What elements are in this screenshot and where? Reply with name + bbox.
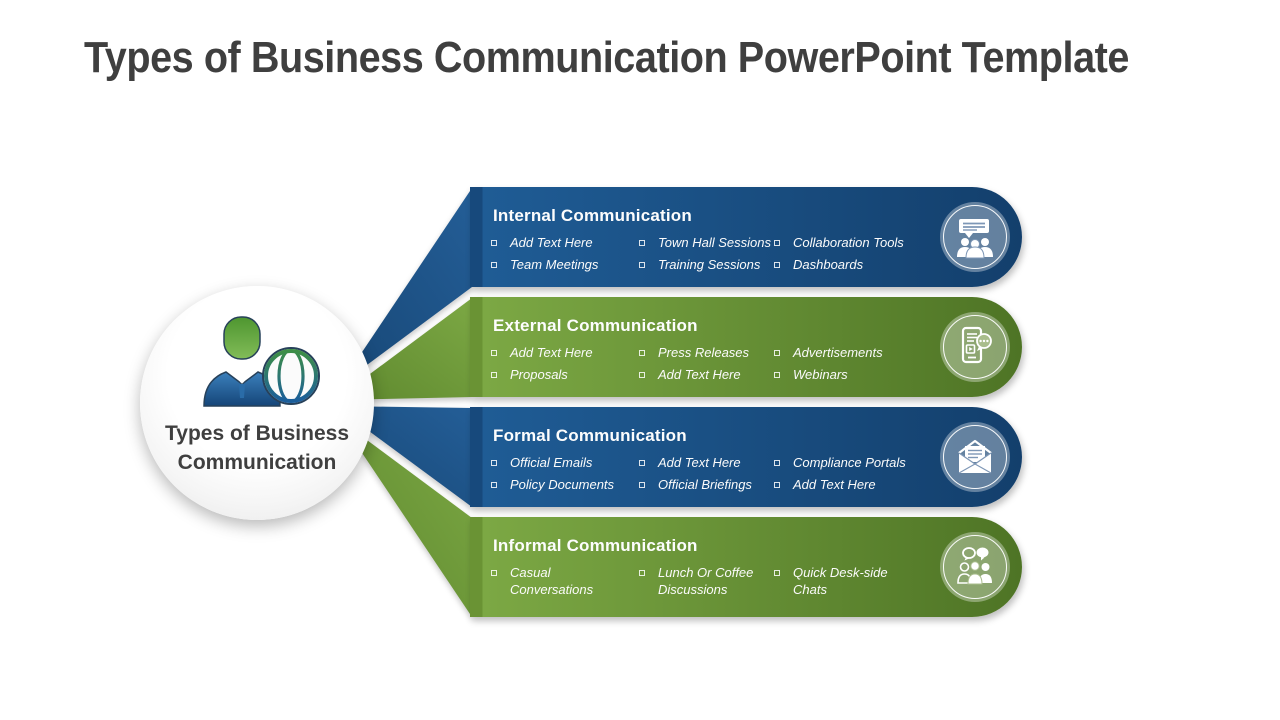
list-item-label: Dashboards [793, 257, 864, 272]
banner-formal-communication[interactable]: Formal Communication Official Emails Pol… [470, 407, 1022, 507]
square-bullet-icon [491, 570, 497, 576]
list-item-label: Webinars [793, 367, 848, 382]
list-item-label: Official Briefings [658, 477, 752, 492]
square-bullet-icon [491, 372, 497, 378]
banner-title: External Communication [493, 316, 698, 335]
list-item: Lunch Or Coffee Discussions [638, 564, 776, 598]
banner-columns: Add Text Here Proposals Press Releases A… [470, 344, 1022, 394]
list-item-label: Add Text Here [658, 455, 741, 470]
hub-label: Types of Business Communication [148, 419, 366, 477]
list-item-label: Training Sessions [658, 257, 761, 272]
hub-label-line1: Types of Business [165, 422, 349, 445]
list-item: Official Emails [490, 454, 620, 471]
square-bullet-icon [774, 262, 780, 268]
banner-title: Internal Communication [493, 206, 692, 225]
square-bullet-icon [491, 482, 497, 488]
square-bullet-icon [639, 372, 645, 378]
square-bullet-icon [774, 482, 780, 488]
list-item: Collaboration Tools [773, 234, 908, 251]
banner-external-communication[interactable]: External Communication Add Text Here Pro… [470, 297, 1022, 397]
list-item-label: Team Meetings [510, 257, 599, 272]
list-item: Compliance Portals [773, 454, 908, 471]
list-item-label: Press Releases [658, 345, 750, 360]
square-bullet-icon [639, 482, 645, 488]
square-bullet-icon [491, 350, 497, 356]
square-bullet-icon [774, 570, 780, 576]
square-bullet-icon [639, 240, 645, 246]
list-item: Advertisements [773, 344, 908, 361]
square-bullet-icon [639, 460, 645, 466]
banner-icon-badge [940, 202, 1010, 272]
list-item: Add Text Here [638, 366, 776, 383]
list-item-label: Add Text Here [510, 235, 593, 250]
list-item-label: Policy Documents [510, 477, 615, 492]
businessman-globe-icon [203, 316, 320, 407]
list-item-label: Add Text Here [793, 477, 876, 492]
list-item: Dashboards [773, 256, 908, 273]
list-item-label: Add Text Here [658, 367, 741, 382]
tail-informal [340, 420, 472, 617]
list-item: Casual Conversations [490, 564, 620, 598]
square-bullet-icon [774, 350, 780, 356]
square-bullet-icon [491, 460, 497, 466]
list-item-label: Official Emails [510, 455, 593, 470]
banner-title: Formal Communication [493, 426, 687, 445]
mobile-broadcast-icon [961, 326, 992, 364]
square-bullet-icon [774, 240, 780, 246]
square-bullet-icon [639, 570, 645, 576]
list-item: Proposals [490, 366, 620, 383]
list-item-label: Add Text Here [510, 345, 593, 360]
list-item-label: Advertisements [793, 345, 883, 360]
square-bullet-icon [774, 372, 780, 378]
banner-icon-badge [940, 312, 1010, 382]
list-item: Town Hall Sessions [638, 234, 776, 251]
square-bullet-icon [639, 262, 645, 268]
square-bullet-icon [491, 262, 497, 268]
list-item: Team Meetings [490, 256, 620, 273]
banner-informal-communication[interactable]: Informal Communication Casual Conversati… [470, 517, 1022, 617]
list-item-label: Casual Conversations [510, 565, 594, 597]
list-item: Training Sessions [638, 256, 776, 273]
banner-title: Informal Communication [493, 536, 698, 555]
list-item: Webinars [773, 366, 908, 383]
banner-icon-badge [940, 422, 1010, 492]
list-item-label: Quick Desk-side Chats [793, 565, 888, 597]
list-item: Add Text Here [638, 454, 776, 471]
list-item: Press Releases [638, 344, 776, 361]
list-item: Official Briefings [638, 476, 776, 493]
square-bullet-icon [491, 240, 497, 246]
banner-internal-communication[interactable]: Internal Communication Add Text Here Tea… [470, 187, 1022, 287]
list-item: Add Text Here [490, 344, 620, 361]
list-item-label: Lunch Or Coffee Discussions [658, 565, 754, 597]
list-item-label: Town Hall Sessions [658, 235, 771, 250]
tail-internal [340, 188, 472, 385]
list-item: Policy Documents [490, 476, 620, 493]
list-item-label: Collaboration Tools [793, 235, 904, 250]
square-bullet-icon [639, 350, 645, 356]
slide-title[interactable]: Types of Business Communication PowerPoi… [84, 33, 1129, 82]
banner-columns: Official Emails Policy Documents Add Tex… [470, 454, 1022, 504]
open-envelope-icon [958, 439, 992, 474]
list-item-label: Compliance Portals [793, 455, 906, 470]
center-hub[interactable]: Types of Business Communication [140, 286, 374, 520]
list-item: Quick Desk-side Chats [773, 564, 908, 598]
people-chat-icon [957, 547, 992, 585]
banner-columns: Add Text Here Team Meetings Town Hall Se… [470, 234, 1022, 284]
list-item: Add Text Here [490, 234, 620, 251]
hub-label-line2: Communication [177, 451, 337, 474]
meeting-presentation-icon [957, 219, 993, 259]
list-item: Add Text Here [773, 476, 908, 493]
square-bullet-icon [774, 460, 780, 466]
list-item-label: Proposals [510, 367, 568, 382]
banner-icon-badge [940, 532, 1010, 602]
banner-columns: Casual Conversations Lunch Or Coffee Dis… [470, 564, 1022, 614]
